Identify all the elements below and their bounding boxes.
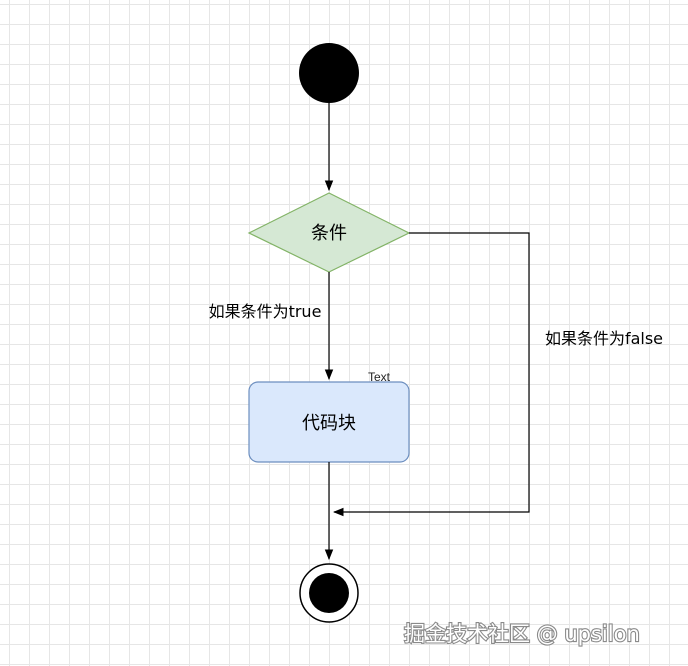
edge-true-label: 如果条件为true xyxy=(209,302,322,321)
decision-label: 条件 xyxy=(311,223,347,244)
watermark: 掘金技术社区 @ upsilon xyxy=(404,622,640,646)
edge-false-label: 如果条件为false xyxy=(545,329,663,348)
end-node-inner-dot xyxy=(309,573,349,613)
edge-false[interactable] xyxy=(332,232,530,517)
start-node[interactable] xyxy=(299,43,359,103)
decision-node[interactable]: 条件 xyxy=(247,192,411,273)
process-node[interactable]: 代码块 Text xyxy=(248,370,410,463)
process-tag-label: Text xyxy=(368,370,391,384)
process-label: 代码块 xyxy=(302,413,356,434)
end-node[interactable] xyxy=(299,563,359,623)
